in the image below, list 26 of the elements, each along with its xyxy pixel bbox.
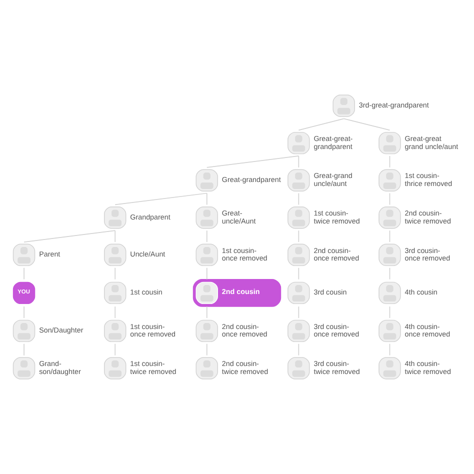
connector (298, 343, 300, 356)
connector (298, 306, 300, 318)
connector (24, 230, 116, 242)
connector (114, 192, 208, 206)
connector (298, 192, 300, 206)
connector (206, 267, 208, 280)
connector (389, 267, 390, 280)
connector (114, 267, 116, 280)
connector (389, 192, 390, 206)
connector (298, 118, 344, 131)
connector (206, 343, 208, 356)
connector (206, 156, 300, 168)
connector (343, 118, 390, 131)
connector (114, 343, 116, 356)
connector (298, 230, 300, 242)
connector (206, 192, 208, 206)
connector (389, 343, 390, 356)
connector (389, 230, 390, 242)
connector (298, 267, 300, 280)
connector (298, 156, 300, 168)
connector (206, 306, 208, 318)
connector (389, 156, 390, 168)
connector (114, 230, 116, 242)
connector (389, 306, 390, 318)
connector (206, 230, 208, 242)
connector (114, 306, 116, 318)
